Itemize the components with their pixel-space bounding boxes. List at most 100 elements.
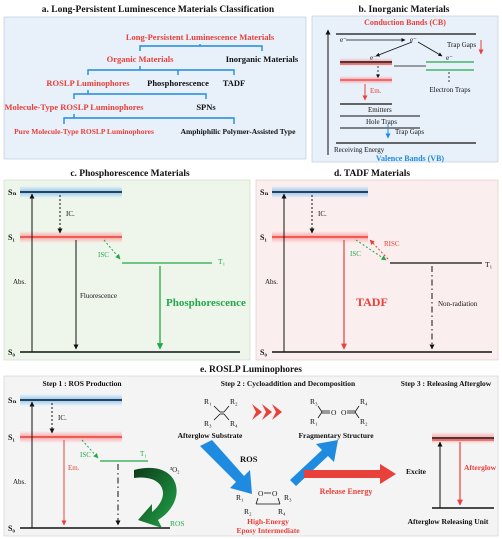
ros-out-label: ROS <box>170 519 185 528</box>
svg-text:R₁: R₁ <box>204 397 212 406</box>
e-abs-label: Abs. <box>13 478 26 486</box>
electron-label-4: e⁻ <box>446 54 453 62</box>
c-abs-label: Abs. <box>13 278 26 286</box>
fragmentary-structure: R₃ R₁ O O R₄ R₂ <box>310 397 368 426</box>
e-s1-label: S₁ <box>8 433 15 442</box>
svg-text:O: O <box>272 489 278 498</box>
c-s1-label: S₁ <box>8 233 15 242</box>
electron-label-1: e⁻ <box>340 36 347 44</box>
c-isc-label: ISC <box>98 251 109 259</box>
afterglow-unit-label: Afterglow Releasing Unit <box>408 517 489 526</box>
panel-c: c. Phosphorescence Materials Sₙ S₁ T₁ S₀… <box>3 169 251 361</box>
panel-c-title: c. Phosphorescence Materials <box>70 169 190 179</box>
node-organic: Organic Materials <box>107 54 174 64</box>
panel-a: a. Long-Persistent Luminescence Material… <box>3 5 307 160</box>
step1-label: Step 1 : ROS Production <box>42 379 122 388</box>
high-energy-line1: High-Energy <box>247 517 289 526</box>
panel-b: b. Inorganic Materials Conduction Bands … <box>311 5 499 163</box>
node-amphiphilic: Amphiphilic Polymer-Assisted Type <box>181 127 297 136</box>
svg-text:O: O <box>341 408 347 417</box>
panel-c-box <box>3 179 251 361</box>
panel-a-box <box>3 16 307 160</box>
panel-b-title: b. Inorganic Materials <box>358 5 449 15</box>
node-pure-molecule: Pure Molecule-Type ROSLP Luminophores <box>14 127 154 136</box>
c-fluorescence-label: Fluorescence <box>80 292 117 300</box>
panel-d: d. TADF Materials Sₙ S₁ T₁ S₀ Abs. IC. R… <box>255 169 499 361</box>
high-energy-line2: Eposy Intermediate <box>236 526 300 535</box>
svg-text:R₃: R₃ <box>204 419 212 428</box>
d-ic-label: IC. <box>318 210 327 218</box>
svg-text:R₂: R₂ <box>244 507 252 516</box>
node-spns: SPNs <box>196 102 216 112</box>
svg-text:R₁: R₁ <box>310 417 318 426</box>
fragmentary-structure-label: Fragmentary Structure <box>298 431 374 440</box>
vb-label: Valence Bands (VB) <box>376 154 444 163</box>
tree-connector-1 <box>139 45 263 51</box>
svg-text:R₃: R₃ <box>284 493 292 502</box>
panel-a-title: a. Long-Persistent Luminescence Material… <box>42 5 275 15</box>
tree-connector-2 <box>87 69 235 75</box>
e-em-label: Em. <box>68 464 80 472</box>
svg-text:R₄: R₄ <box>360 397 368 406</box>
node-roslp: ROSLP Luminophores <box>46 78 130 88</box>
e-isc-arrow <box>81 439 99 459</box>
panel-e: e. ROSLP Luminophores Step 1 : ROS Produ… <box>3 365 499 537</box>
node-phosphorescence: Phosphorescence <box>147 78 209 88</box>
epoxy-intermediate-structure: O O R₁ R₃ R₂ R₄ <box>236 489 292 516</box>
receiving-energy-label: Receiving Energy <box>334 146 385 154</box>
svg-text:R₁: R₁ <box>236 493 244 502</box>
node-inorganic: Inorganic Materials <box>226 54 299 64</box>
e-isc-label: ISC <box>80 451 91 459</box>
emitters-label: Emitters <box>368 106 392 114</box>
node-tadf: TADF <box>223 78 246 88</box>
c-t1-label: T₁ <box>218 257 226 266</box>
afterglow-substrate-structure: R₁ R₂ R₃ R₄ <box>204 397 238 428</box>
svg-text:R₃: R₃ <box>310 397 318 406</box>
svg-text:R₂: R₂ <box>360 417 368 426</box>
afterglow-substrate-label: Afterglow Substrate <box>178 431 243 440</box>
panel-d-title: d. TADF Materials <box>334 169 410 179</box>
electron-label-2: e⁻ <box>410 36 417 44</box>
tree-connector-4 <box>63 117 235 124</box>
d-abs-label: Abs. <box>265 278 278 286</box>
svg-text:R₄: R₄ <box>230 419 238 428</box>
c-phosphorescence-label: Phosphorescence <box>166 297 246 309</box>
cb-label: Conduction Bands (CB) <box>364 18 446 27</box>
c-s0-label: S₀ <box>8 348 15 357</box>
hole-traps-label: Hole Traps <box>366 118 397 126</box>
e-ic-label: IC. <box>58 414 67 422</box>
tree-connector-3 <box>73 93 207 99</box>
svg-text:R₄: R₄ <box>278 507 286 516</box>
c-sn-label: Sₙ <box>8 188 17 197</box>
c-ic-label: IC. <box>66 210 75 218</box>
step3-label: Step 3 : Releasing Afterglow <box>401 379 492 388</box>
chevrons <box>252 404 282 420</box>
panel-d-box <box>255 179 499 361</box>
ros-mid-label: ROS <box>240 454 258 464</box>
electron-traps-label: Electron Traps <box>429 86 470 94</box>
blue-arrow-up <box>290 440 338 486</box>
svg-text:R₂: R₂ <box>230 397 238 406</box>
e-s0-label: S₀ <box>8 524 15 533</box>
step2-label: Step 2 : Cycloaddition and Decomposition <box>221 379 356 388</box>
c-isc-arrow <box>103 239 121 260</box>
excite-label: Excite <box>406 467 427 476</box>
d-t1-label: T₁ <box>485 260 493 269</box>
d-s0-label: S₀ <box>260 348 267 357</box>
panel-e-title: e. ROSLP Luminophores <box>200 365 302 375</box>
d-s1-label: S₁ <box>260 233 267 242</box>
o2-label: ³O₂ <box>170 466 180 474</box>
d-risc-label: RISC <box>384 240 400 248</box>
release-energy-label: Release Energy <box>320 487 373 496</box>
e-sn-label: Sₙ <box>8 396 17 405</box>
node-molecule-type: Molecule-Type ROSLP Luminophores <box>4 102 144 112</box>
em-label: Em. <box>370 87 382 95</box>
ros-blue-arrow-down <box>200 440 252 494</box>
d-sn-label: Sₙ <box>260 188 269 197</box>
afterglow-label: Afterglow <box>464 463 497 472</box>
svg-text:O: O <box>258 489 264 498</box>
release-energy-arrow <box>304 464 396 484</box>
d-nonrad-label: Non-radiation <box>438 300 478 308</box>
ros-swoosh <box>134 467 177 528</box>
trap-gaps-top: Trap Gaps <box>447 41 476 49</box>
